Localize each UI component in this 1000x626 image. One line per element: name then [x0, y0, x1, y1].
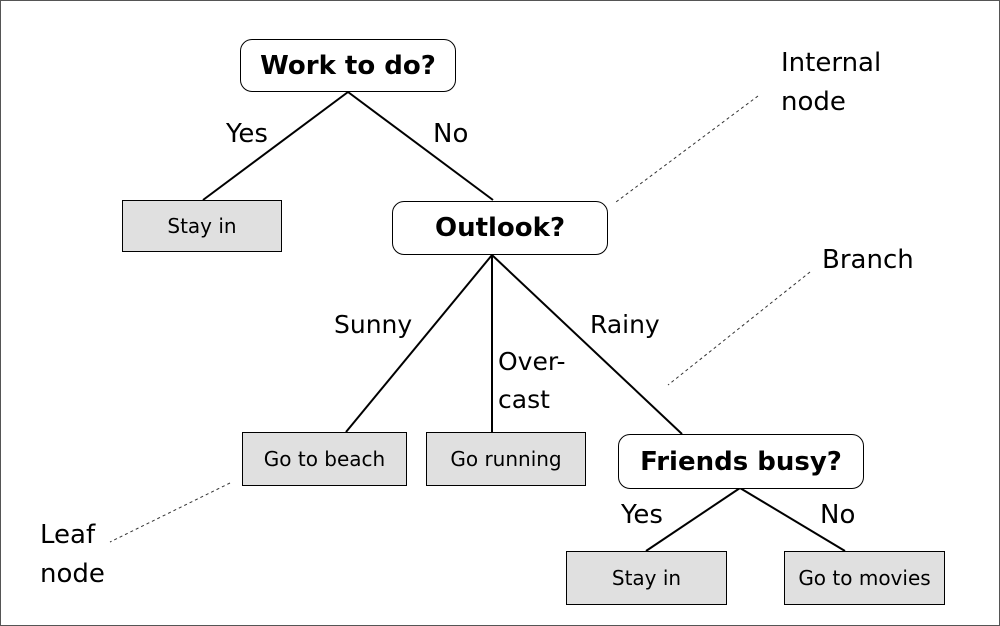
edge-label-yes: Yes	[226, 119, 268, 149]
edge-label-rainy: Rainy	[590, 310, 660, 339]
pointer-leaf-node	[109, 482, 231, 543]
node-work-to-do: Work to do?	[240, 39, 456, 92]
pointer-internal-node	[615, 95, 759, 203]
annotation-branch: Branch	[822, 245, 914, 275]
annotation-leaf-line1: Leaf	[40, 520, 96, 550]
leaf-stay-in: Stay in	[122, 200, 282, 252]
node-outlook: Outlook?	[392, 201, 608, 255]
leaf-go-running: Go running	[426, 432, 586, 486]
leaf-go-to-beach: Go to beach	[242, 432, 407, 486]
branch-root-no	[347, 91, 494, 201]
edge-label-friends-yes: Yes	[621, 500, 663, 530]
edge-label-friends-no: No	[820, 500, 856, 530]
branch-friends-no	[739, 487, 846, 552]
branch-friends-yes	[645, 487, 741, 552]
node-friends-busy: Friends busy?	[618, 434, 864, 489]
annotation-internal-line2: node	[781, 87, 846, 117]
leaf-go-to-movies: Go to movies	[784, 551, 945, 605]
branch-sunny	[345, 254, 493, 433]
edge-label-sunny: Sunny	[334, 310, 413, 339]
annotation-internal-line1: Internal	[781, 48, 882, 78]
pointer-branch	[667, 271, 811, 386]
branch-rainy	[491, 254, 683, 435]
annotation-leaf-line2: node	[40, 559, 105, 589]
edge-label-overcast-line1: Over-	[498, 347, 566, 376]
edge-label-no: No	[433, 119, 469, 149]
branch-root-yes	[202, 91, 349, 201]
edge-label-overcast-line2: cast	[498, 385, 550, 414]
leaf-stay-in-2: Stay in	[566, 551, 727, 605]
